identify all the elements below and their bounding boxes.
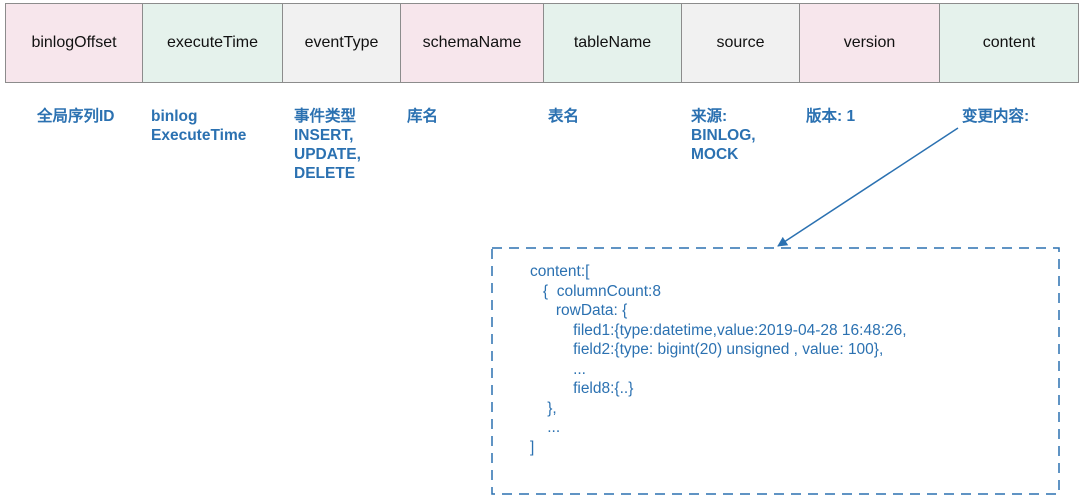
description-line: 变更内容: — [962, 108, 1030, 125]
description-source: 来源: BINLOG, MOCK — [691, 107, 756, 164]
header-eventtype: eventType — [282, 3, 401, 83]
arrow-line — [777, 127, 959, 247]
description-line: DELETE — [294, 165, 356, 182]
code-line: field2:{type: bigint(20) unsigned , valu… — [530, 341, 884, 358]
code-line: rowData: { — [530, 302, 628, 319]
description-tablename: 表名 — [548, 107, 579, 126]
code-line: field8:{..} — [530, 380, 634, 397]
description-line: 表名 — [548, 108, 580, 125]
header-schemaname: schemaName — [400, 3, 544, 83]
description-line: 全局序列ID — [37, 108, 115, 125]
description-content: 变更内容: — [962, 107, 1029, 126]
description-line: binlog — [151, 108, 198, 125]
header-executetime: executeTime — [142, 3, 283, 83]
code-line: }, — [530, 399, 557, 417]
code-line: ] — [530, 438, 535, 456]
description-line: BINLOG, — [691, 127, 756, 144]
description-line: 事件类型 — [294, 108, 357, 125]
description-binlogoffset: 全局序列ID — [37, 107, 115, 126]
header-version: version — [799, 3, 940, 83]
header-binlogoffset: binlogOffset — [5, 3, 143, 83]
description-version: 版本: 1 — [806, 107, 855, 126]
header-tablename: tableName — [543, 3, 682, 83]
description-line: UPDATE, — [294, 146, 361, 163]
description-line: 来源: — [691, 108, 728, 125]
header-content: content — [939, 3, 1079, 83]
description-schemaname: 库名 — [407, 107, 438, 126]
code-line: ... — [530, 360, 586, 378]
content-example-box — [491, 247, 1060, 495]
description-eventtype: 事件类型 INSERT, UPDATE, DELETE — [294, 107, 361, 183]
content-example-code: content:[ { columnCount:8 rowData: { fil… — [530, 262, 907, 457]
code-line: { columnCount:8 — [530, 282, 661, 300]
code-line: filed1:{type:datetime,value:2019-04-28 1… — [530, 321, 907, 339]
code-line: content:[ — [530, 263, 590, 280]
description-line: 库名 — [407, 108, 439, 125]
description-line: MOCK — [691, 146, 739, 163]
description-line: ExecuteTime — [151, 127, 247, 144]
code-line: ... — [530, 419, 561, 436]
description-line: INSERT, — [294, 127, 354, 144]
description-line: 版本: 1 — [806, 108, 856, 125]
